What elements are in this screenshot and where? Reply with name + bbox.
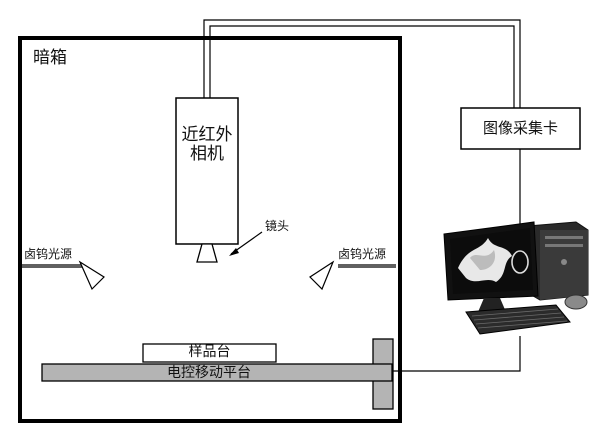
lamp-left-label: 卤钨光源 [24, 247, 73, 261]
capture-card-label: 图像采集卡 [482, 119, 558, 137]
lens-label: 镜头 [265, 219, 290, 233]
camera-body [175, 97, 239, 245]
lens-shape [196, 243, 218, 263]
dark-box-label: 暗箱 [33, 48, 67, 68]
sample-stage-label: 样品台 [188, 344, 231, 360]
lamp-right-label: 卤钨光源 [338, 247, 387, 261]
desktop-computer-icon [443, 221, 589, 335]
motion-stage-label: 电控移动平台 [167, 365, 251, 381]
camera-label: 近红外相机 [181, 125, 233, 164]
stage-to-pc-line [393, 336, 521, 372]
capture-card-box [460, 107, 581, 150]
motion-stage-bar [41, 363, 393, 382]
lens-arrow [229, 231, 263, 256]
camera-cable [203, 19, 521, 119]
lamp-left [22, 260, 105, 291]
sample-stage [142, 343, 277, 363]
lamp-right [309, 260, 396, 291]
